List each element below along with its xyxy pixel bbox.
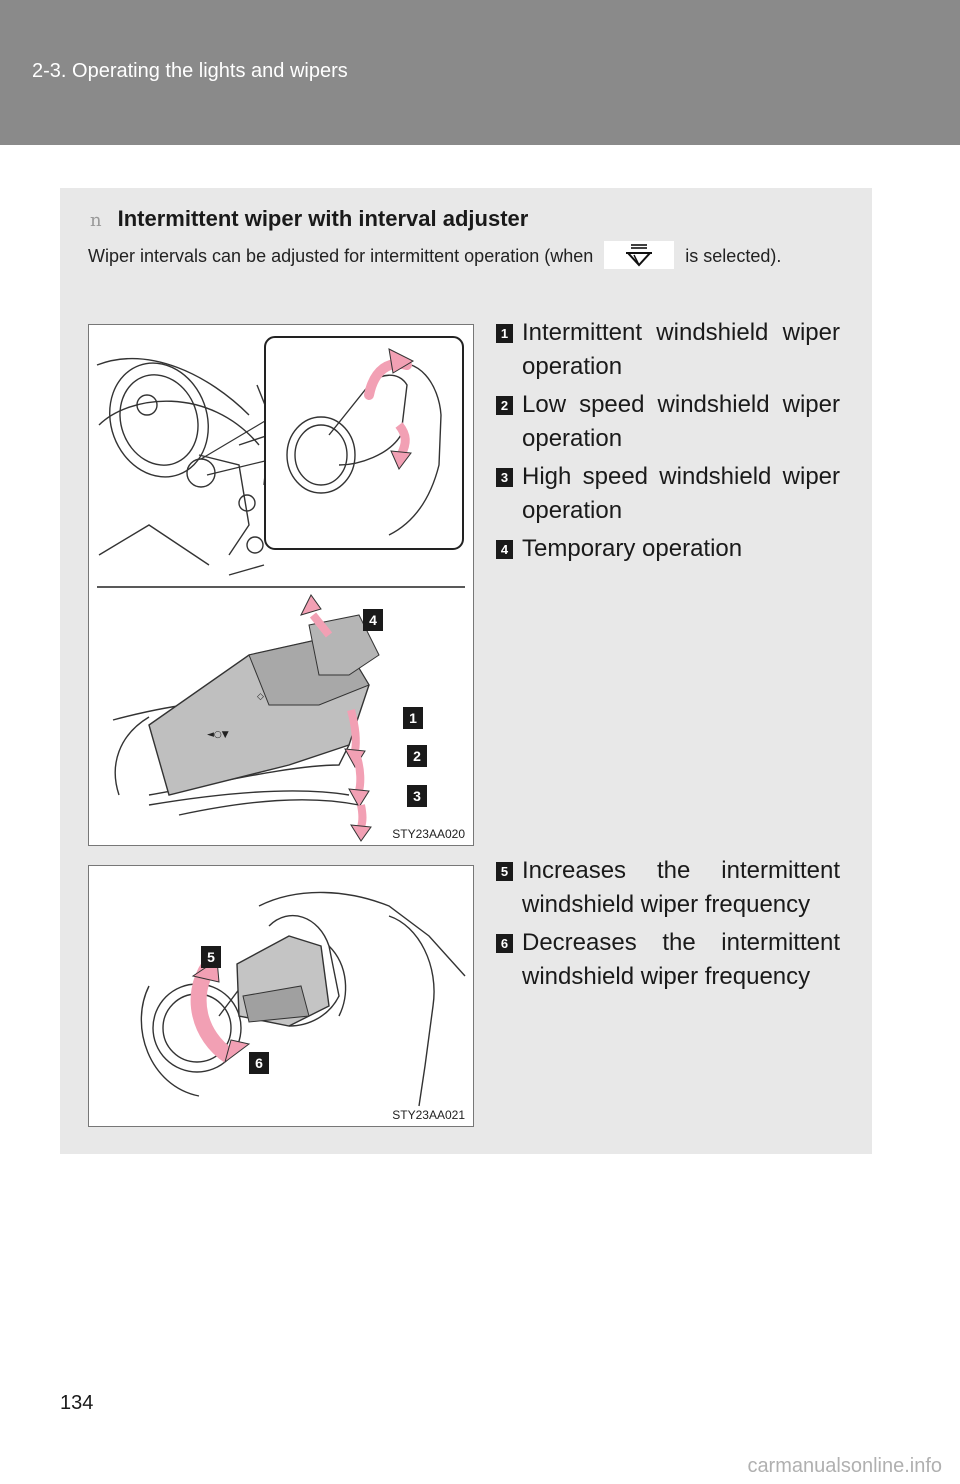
figure2-callout-list: 5 Increases the intermittent windshield … [496, 854, 840, 998]
watermark: carmanualsonline.info [747, 1455, 942, 1477]
page-header: 2-3. Operating the lights and wipers [0, 0, 960, 145]
figure-callout-4: 4 [363, 609, 383, 631]
figure-callout-5: 5 [201, 946, 221, 968]
figure-code: STY23AA021 [392, 1108, 465, 1122]
callout-item: 2 Low speed windshield wiper operation [496, 388, 840, 456]
content-panel: n Intermittent wiper with interval adjust… [60, 188, 872, 1154]
interval-adjuster-illustration [140, 891, 466, 1107]
wiper-intermittent-icon [604, 241, 675, 270]
callout-number: 4 [496, 540, 513, 559]
svg-text:◇: ◇ [257, 692, 264, 702]
wiper-lever-illustration: ◄○▼ ◇ [96, 336, 465, 842]
callout-text: Decreases the intermittent windshield wi… [522, 929, 840, 990]
callout-number: 2 [496, 396, 513, 415]
callout-item: 6 Decreases the intermittent windshield … [496, 926, 840, 994]
callout-item: 1 Intermittent windshield wiper operatio… [496, 316, 840, 384]
intro-text-before: Wiper intervals can be adjusted for inte… [88, 246, 594, 266]
callout-text: Increases the intermittent windshield wi… [522, 857, 840, 918]
page-number: 134 [60, 1392, 94, 1414]
header-title: 2-3. Operating the lights and wipers [32, 60, 348, 82]
figure-callout-1: 1 [403, 707, 423, 729]
callout-number: 1 [496, 324, 513, 343]
callout-item: 4 Temporary operation [496, 532, 840, 566]
figure-code: STY23AA020 [392, 827, 465, 841]
callout-item: 5 Increases the intermittent windshield … [496, 854, 840, 922]
callout-number: 3 [496, 468, 513, 487]
figure-callout-6: 6 [249, 1052, 269, 1074]
figure-callout-2: 2 [407, 745, 427, 767]
intro-text-after: is selected). [685, 246, 782, 266]
section-title-text: Intermittent wiper with interval adjuste… [117, 206, 529, 231]
callout-text: Intermittent windshield wiper operation [522, 319, 840, 380]
callout-number: 5 [496, 862, 513, 881]
figure-callout-3: 3 [407, 785, 427, 807]
section-title: n Intermittent wiper with interval adjust… [90, 206, 528, 232]
callout-text: Temporary operation [522, 535, 743, 562]
intro-paragraph: Wiper intervals can be adjusted for inte… [88, 241, 840, 270]
callout-text: Low speed windshield wiper operation [522, 391, 840, 452]
callout-text: High speed windshield wiper operation [522, 463, 840, 524]
figure1-callout-list: 1 Intermittent windshield wiper operatio… [496, 316, 840, 570]
section-bullet: n [90, 210, 102, 231]
callout-item: 3 High speed windshield wiper operation [496, 460, 840, 528]
wiper-lever-figure: ◄○▼ ◇ 4 1 2 3 STY23AA020 [88, 324, 474, 846]
svg-text:◄○▼: ◄○▼ [207, 730, 229, 740]
callout-number: 6 [496, 934, 513, 953]
interval-adjuster-figure: 5 6 STY23AA021 [88, 865, 474, 1127]
